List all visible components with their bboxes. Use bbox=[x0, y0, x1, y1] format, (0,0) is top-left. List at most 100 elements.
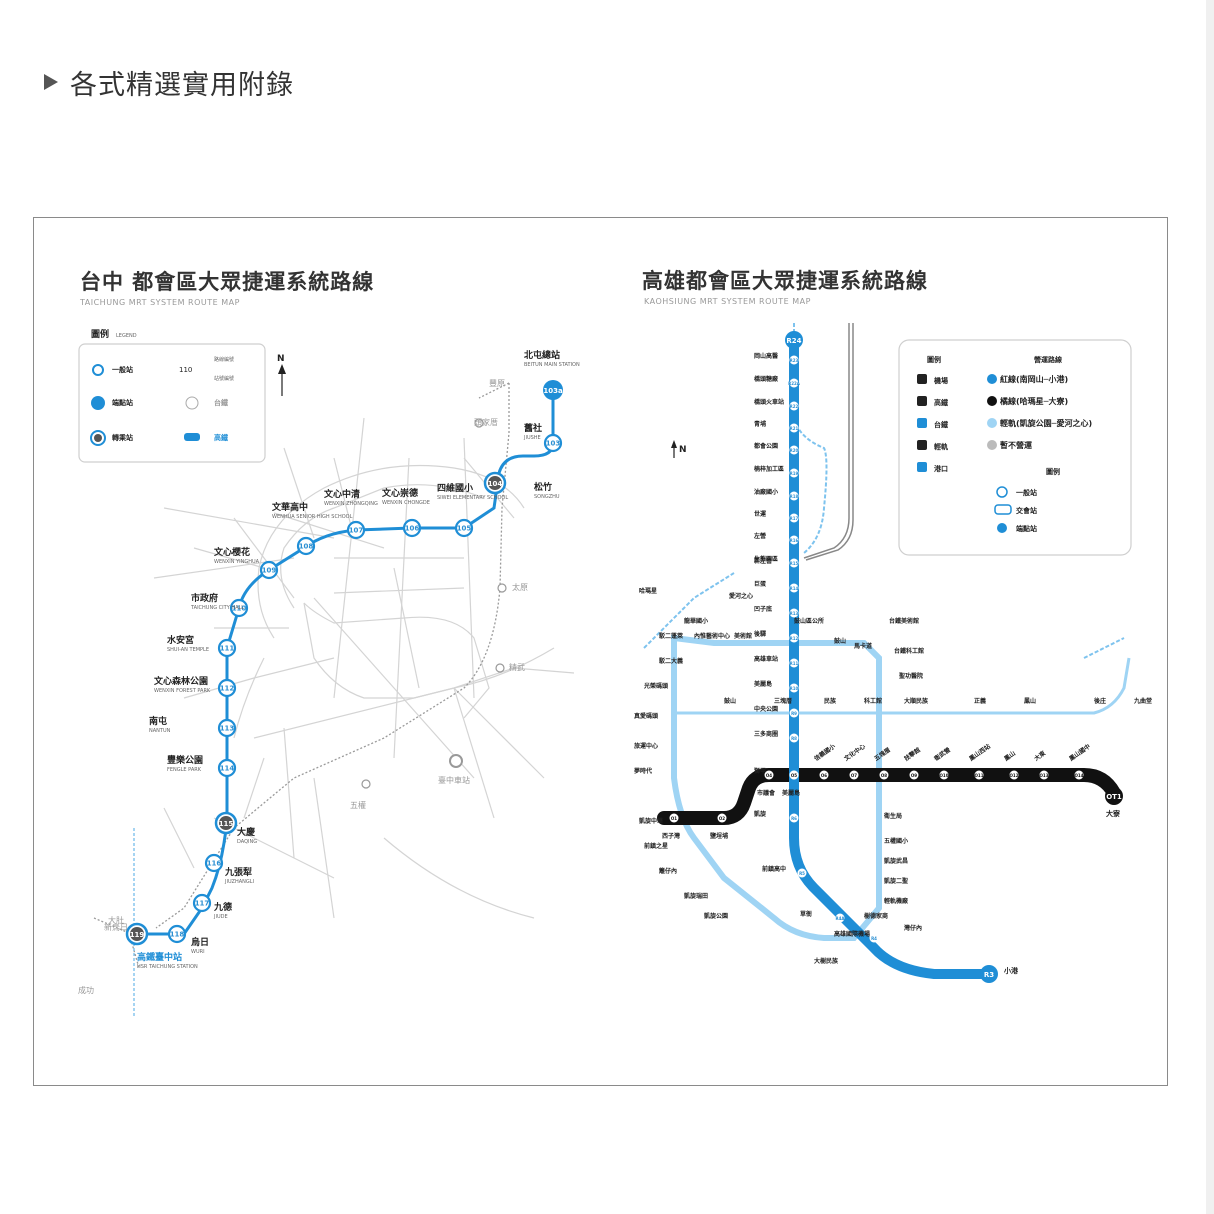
station-r5: R5 前鎮高中 bbox=[762, 865, 807, 878]
station-name-r5: 前鎮高中 bbox=[762, 865, 786, 873]
station-marker-r10 bbox=[789, 683, 799, 693]
station-marker-o14 bbox=[1074, 770, 1084, 780]
lrt-label-0: 哈瑪星 bbox=[639, 587, 657, 595]
station-marker-r6 bbox=[789, 813, 799, 823]
station-marker-o10 bbox=[939, 770, 949, 780]
station-name-r14: 巨蛋 bbox=[754, 580, 767, 588]
station-num-r4: R4 bbox=[871, 936, 877, 941]
lrt-label-11: 凱旋公園 bbox=[704, 912, 728, 920]
legend-transfer: 轉乘站 bbox=[112, 433, 133, 442]
station-name-110: 市政府 bbox=[191, 592, 218, 604]
lrt-label-16: 輕軌機廠 bbox=[884, 897, 909, 905]
legend-station-icon-2 bbox=[997, 523, 1007, 533]
station-marker-o11 bbox=[974, 770, 984, 780]
station-en-107: WENXIN ZHONGQING bbox=[324, 501, 378, 507]
legend-line-2: 輕軌(凱旋公園─愛河之心) bbox=[1000, 418, 1092, 428]
legend-line-icon-0 bbox=[987, 374, 997, 384]
legend-title-en: LEGEND bbox=[116, 333, 137, 339]
legend-facility-2: 台鐵 bbox=[934, 420, 948, 429]
legend-facility-icon-1 bbox=[917, 396, 927, 406]
legend-example-number: 110 bbox=[179, 366, 192, 374]
station-name-r16: 左營 bbox=[753, 532, 766, 540]
station-num-r14: R14 bbox=[790, 586, 799, 591]
station-num-109: 109 bbox=[262, 567, 277, 575]
station-name-o4: 市議會 bbox=[757, 789, 776, 797]
rail-east-label-1: 三塊厝 bbox=[774, 697, 792, 705]
kaohsiung-north-arrow: N bbox=[671, 440, 687, 458]
kaohsiung-rail-top bbox=[803, 323, 854, 561]
section-title: 各式精選實用附錄 bbox=[70, 69, 294, 101]
station-en-108: WENHUA SENIOR HIGH SCHOOL bbox=[272, 514, 353, 520]
legend-line-number: 路線編號 bbox=[214, 356, 234, 363]
station-num-r5: R5 bbox=[799, 871, 805, 876]
station-name-o7: 文化中心 bbox=[842, 742, 867, 763]
station-num-r16: R16 bbox=[790, 538, 799, 543]
lrt-label-6: 夢時代 bbox=[634, 767, 652, 775]
station-en-111: SHUI-AN TEMPLE bbox=[167, 647, 209, 653]
rail-east-label-3: 科工館 bbox=[864, 697, 882, 705]
station-name-104: 松竹 bbox=[534, 481, 552, 493]
station-marker-r4a bbox=[835, 913, 845, 923]
station-name-119: 高鐵臺中站 bbox=[137, 951, 182, 963]
station-en-117: JIUDE bbox=[213, 914, 228, 920]
station-name-o6: 信義國小 bbox=[813, 742, 837, 762]
station-marker-r18 bbox=[789, 491, 799, 501]
terminal-r3-num: R3 bbox=[984, 971, 994, 979]
right-edge-bar bbox=[1206, 0, 1214, 1214]
station-num-103: 103 bbox=[546, 440, 561, 448]
station-marker-o7 bbox=[849, 770, 859, 780]
legend-station-1: 交會站 bbox=[1016, 506, 1037, 515]
station-name-o1: 西子灣 bbox=[662, 832, 680, 840]
lrt-label-14: 凱旋武昌 bbox=[884, 857, 908, 865]
legend-facility-4: 港口 bbox=[934, 464, 948, 473]
station-num-r13: R13 bbox=[790, 611, 799, 616]
station-num-r22: R22 bbox=[790, 404, 799, 409]
taichung-north-arrow: N bbox=[277, 354, 286, 396]
lrt-label-24: 台鐵美術館 bbox=[889, 617, 919, 625]
station-en-118: WURI bbox=[191, 949, 205, 955]
station-num-108: 108 bbox=[299, 543, 314, 551]
station-name-r22: 橋頭火車站 bbox=[754, 398, 784, 406]
station-core-104 bbox=[488, 476, 502, 490]
station-marker-r17 bbox=[789, 513, 799, 523]
lrt-label-9: 籬仔內 bbox=[659, 867, 677, 875]
station-num-115: 115 bbox=[219, 820, 234, 828]
svg-text:N: N bbox=[679, 445, 687, 455]
station-num-111: 111 bbox=[220, 645, 235, 653]
station-name-o13: 大東 bbox=[1033, 749, 1047, 762]
kaohsiung-lrt-loop bbox=[671, 634, 882, 941]
legend-terminal: 端點站 bbox=[112, 398, 133, 407]
station-marker-r20 bbox=[789, 445, 799, 455]
legend-facility-0: 機場 bbox=[934, 376, 948, 385]
station-marker-112 bbox=[217, 678, 237, 698]
station-name-r21: 青埔 bbox=[754, 420, 766, 428]
kaohsiung-red-stations: R23岡山高醫R22A橋頭糖廠R22橋頭火車站R21青埔R20都會公園R19楠梓… bbox=[753, 352, 879, 943]
taichung-rail-stations: 豐原 頭家厝 太原 精武 臺中車站 五權 大肚 成功 新烏日 bbox=[78, 378, 528, 995]
rail-east-label-2: 民族 bbox=[824, 697, 837, 705]
legend-line-1: 橘線(哈瑪星─大寮) bbox=[999, 396, 1068, 406]
station-num-o5: O5 bbox=[791, 773, 797, 778]
legend-station-2: 端點站 bbox=[1016, 524, 1037, 533]
station-name-o2: 鹽埕埔 bbox=[710, 832, 728, 840]
station-marker-110 bbox=[229, 598, 249, 618]
rail-label-jingwu: 精武 bbox=[509, 662, 525, 672]
station-core-119 bbox=[130, 927, 144, 941]
station-num-o7: O7 bbox=[851, 773, 857, 778]
rail-label-taichung: 臺中車站 bbox=[438, 775, 470, 785]
station-en-103: JIUSHE bbox=[523, 435, 541, 441]
station-name-111: 水安宮 bbox=[167, 634, 194, 646]
station-name-108: 文華高中 bbox=[271, 501, 308, 513]
station-name-o12: 鳳山 bbox=[1003, 749, 1017, 762]
station-num-r20: R20 bbox=[790, 448, 799, 453]
station-marker-r14 bbox=[789, 583, 799, 593]
station-num-119: 119 bbox=[130, 931, 145, 939]
station-name-r23: 岡山高醫 bbox=[754, 352, 778, 360]
